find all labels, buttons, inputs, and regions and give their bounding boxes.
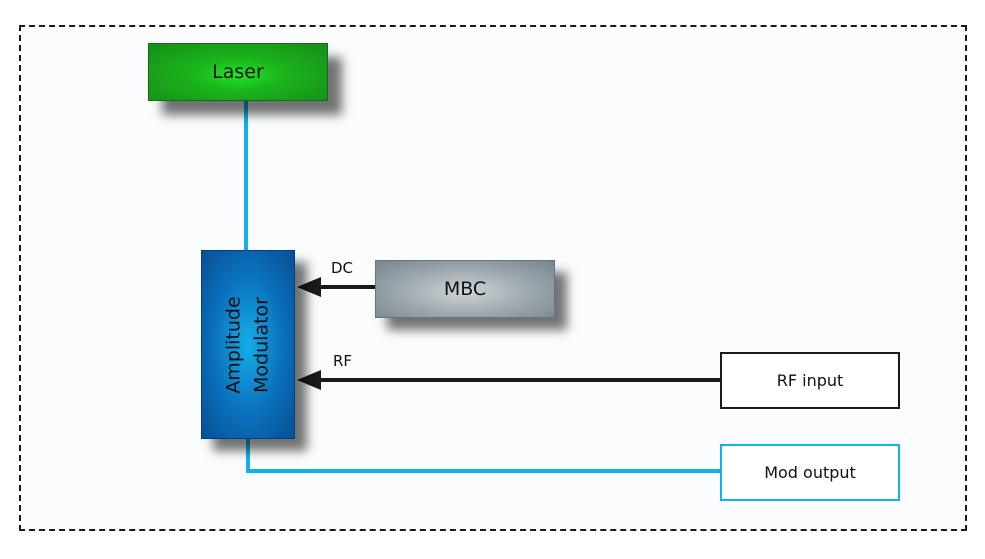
- rf-edge-label: RF: [333, 352, 353, 370]
- modulator-label-line2: Modulator: [251, 296, 273, 393]
- laser-label: Laser: [212, 61, 264, 83]
- amplitude-modulator-label: Amplitude Modulator: [220, 296, 276, 393]
- laser-block: Laser: [148, 43, 328, 101]
- dc-edge-label: DC: [331, 259, 354, 277]
- mod-output-block: Mod output: [720, 444, 900, 501]
- mbc-label: MBC: [443, 278, 487, 300]
- rf-input-label: RF input: [776, 371, 844, 390]
- rf-input-block: RF input: [720, 352, 900, 409]
- dc-arrowhead: [297, 277, 321, 297]
- mbc-block: MBC: [375, 260, 555, 318]
- amplitude-modulator-block: Amplitude Modulator: [201, 250, 295, 439]
- rf-arrowhead: [297, 370, 321, 390]
- modulator-to-mod-output-optical-line: [246, 439, 720, 473]
- mod-output-label: Mod output: [764, 463, 856, 482]
- modulator-label-line1: Amplitude: [223, 295, 245, 394]
